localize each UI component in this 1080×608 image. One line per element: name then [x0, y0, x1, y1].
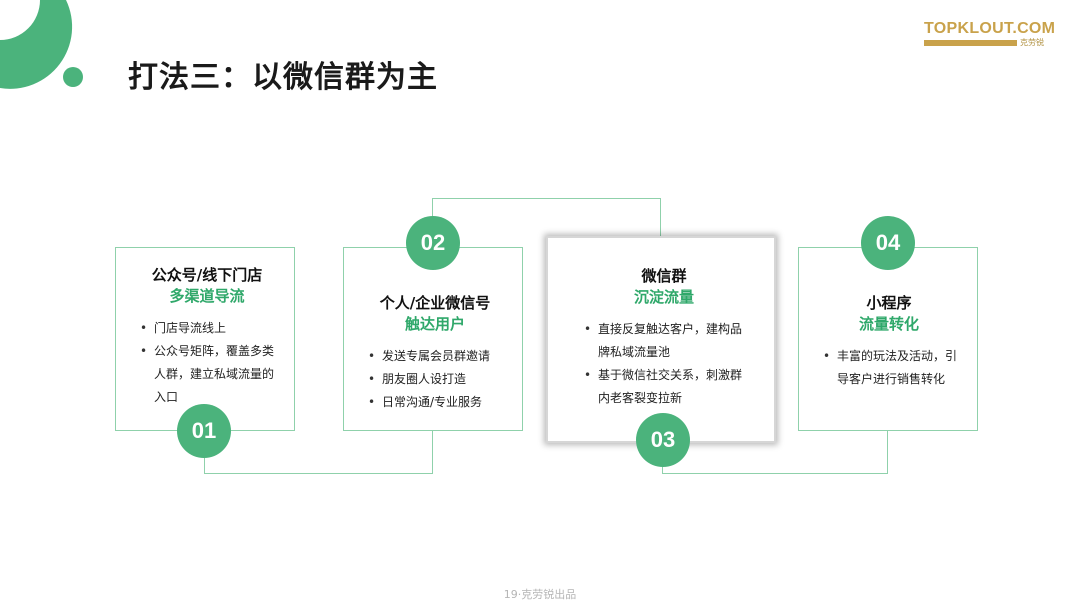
step-number-badge: 04: [861, 216, 915, 270]
step-number-badge: 03: [636, 413, 690, 467]
step-point: 基于微信社交关系，刺激群内老客裂变拉新: [582, 364, 746, 410]
connector-line: [204, 473, 433, 474]
step-card-1: 公众号/线下门店 多渠道导流 门店导流线上 公众号矩阵，覆盖多类人群，建立私域流…: [115, 247, 295, 431]
page-footer: 19·克劳锐出品: [503, 588, 577, 601]
step-card-3: 微信群 沉淀流量 直接反复触达客户，建构品牌私域流量池 基于微信社交关系，刺激群…: [546, 236, 776, 443]
connector-line: [204, 456, 205, 473]
logo-bar: [924, 40, 1017, 46]
step-number-badge: 02: [406, 216, 460, 270]
step-point: 日常沟通/专业服务: [366, 391, 504, 414]
connector-line: [660, 198, 661, 236]
step-point: 朋友圈人设打造: [366, 368, 504, 391]
step-heading: 个人/企业微信号: [379, 294, 491, 312]
page-title: 打法三：以微信群为主: [128, 60, 438, 95]
step-number-badge: 01: [177, 404, 231, 458]
brand-logo: TOPKLOUT.COM 克劳锐: [924, 20, 1056, 47]
step-card-2: 个人/企业微信号 触达用户 发送专属会员群邀请 朋友圈人设打造 日常沟通/专业服…: [343, 247, 523, 431]
connector-line: [432, 198, 660, 199]
step-point: 发送专属会员群邀请: [366, 345, 504, 368]
step-point: 丰富的玩法及活动，引导客户进行销售转化: [821, 345, 957, 391]
logo-wordmark: TOPKLOUT.COM: [924, 20, 1056, 37]
corner-decoration: [0, 0, 83, 89]
connector-line: [662, 473, 888, 474]
step-point: 公众号矩阵，覆盖多类人群，建立私域流量的入口: [138, 340, 276, 409]
step-card-4: 小程序 流量转化 丰富的玩法及活动，引导客户进行销售转化: [798, 247, 978, 431]
step-subheading: 多渠道导流: [169, 287, 245, 305]
step-point: 门店导流线上: [138, 317, 276, 340]
step-subheading: 触达用户: [404, 315, 465, 333]
step-subheading: 沉淀流量: [633, 288, 694, 306]
connector-line: [432, 198, 433, 216]
logo-brand: 克劳锐: [1020, 38, 1044, 47]
connector-line: [887, 430, 888, 473]
step-subheading: 流量转化: [858, 315, 919, 333]
connector-line: [432, 430, 433, 473]
step-heading: 小程序: [866, 294, 912, 312]
connector-line: [662, 463, 663, 473]
step-heading: 公众号/线下门店: [151, 266, 263, 284]
step-point: 直接反复触达客户，建构品牌私域流量池: [582, 318, 746, 364]
step-heading: 微信群: [641, 267, 687, 285]
